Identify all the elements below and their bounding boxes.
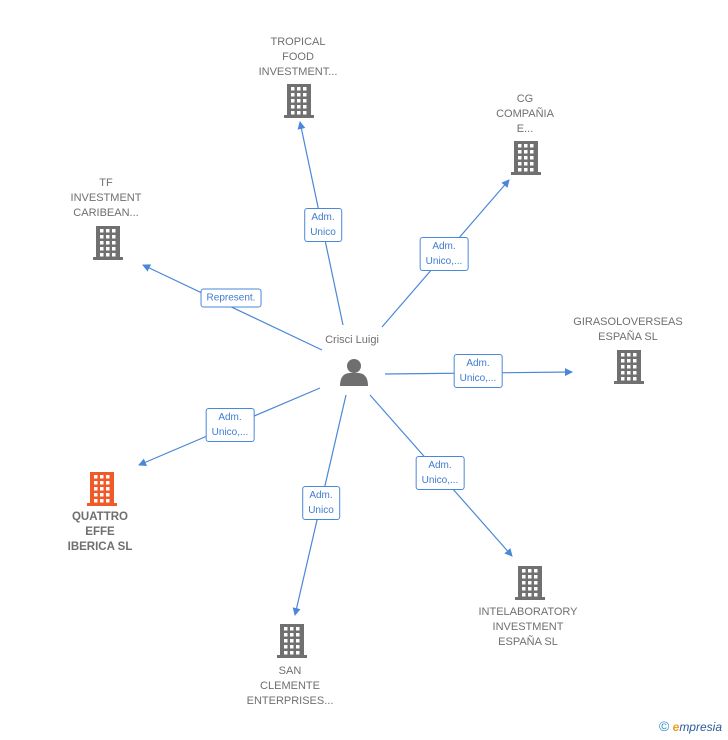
brand-e: e xyxy=(672,720,680,734)
company-label-quattro[interactable]: QUATTRO EFFE IBERICA SL xyxy=(67,511,133,553)
role-label-tropical[interactable]: Adm. Unico xyxy=(304,208,342,242)
person-icon[interactable] xyxy=(340,359,368,386)
building-icon[interactable] xyxy=(515,566,545,600)
empresia-logo: © empresia xyxy=(659,718,722,734)
building-icon[interactable] xyxy=(284,84,314,118)
building-icon[interactable] xyxy=(511,141,541,175)
company-label-tf[interactable]: TF INVESTMENT CARIBEAN... xyxy=(70,177,142,219)
role-label-girasol[interactable]: Adm. Unico,... xyxy=(453,354,503,388)
person-name[interactable]: Crisci Luigi xyxy=(325,334,379,346)
edge-tf xyxy=(142,264,323,351)
building-icon[interactable] xyxy=(614,350,644,384)
building-icon[interactable] xyxy=(277,624,307,658)
building-icon[interactable] xyxy=(87,472,117,506)
role-label-intelab[interactable]: Adm. Unico,... xyxy=(415,456,465,490)
company-label-cg[interactable]: CG COMPAÑIA E... xyxy=(496,93,554,135)
building-icon[interactable] xyxy=(93,226,123,260)
brand-rest: mpresia xyxy=(679,720,722,734)
company-label-sanclemente[interactable]: SAN CLEMENTE ENTERPRISES... xyxy=(246,665,334,707)
company-label-intelab[interactable]: INTELABORATORY INVESTMENT ESPAÑA SL xyxy=(478,606,578,648)
role-label-quattro[interactable]: Adm. Unico,... xyxy=(205,408,255,442)
copyright-symbol: © xyxy=(658,718,670,734)
company-label-girasol[interactable]: GIRASOLOVERSEAS ESPAÑA SL xyxy=(573,316,683,343)
role-label-tf[interactable]: Represent. xyxy=(200,288,262,308)
role-label-sanclemente[interactable]: Adm. Unico xyxy=(302,486,340,520)
company-label-tropical[interactable]: TROPICAL FOOD INVESTMENT... xyxy=(258,36,338,78)
role-label-cg[interactable]: Adm. Unico,... xyxy=(419,237,469,271)
